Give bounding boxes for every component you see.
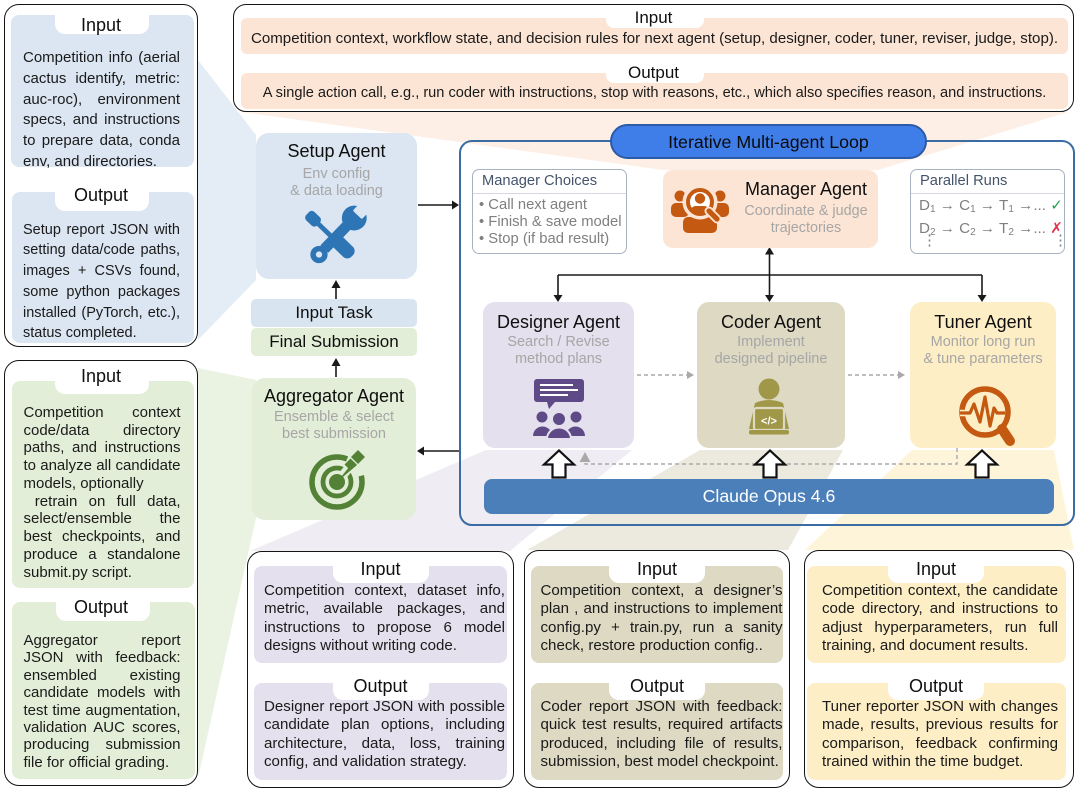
svg-text:</>: </> xyxy=(761,416,777,428)
